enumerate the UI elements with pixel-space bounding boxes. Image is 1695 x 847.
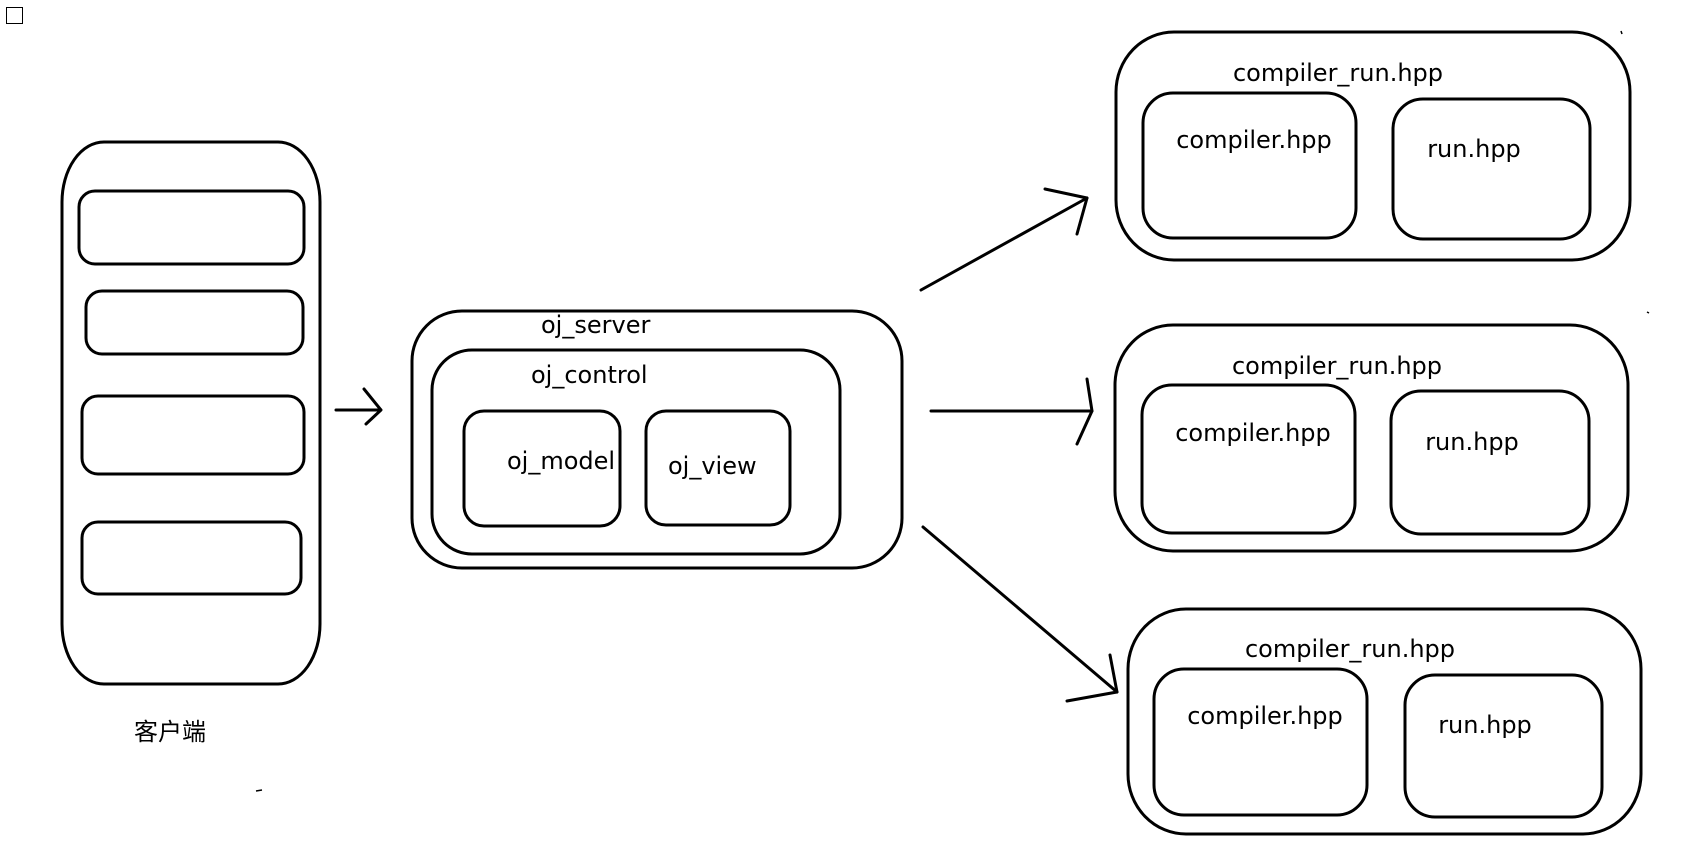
- run-box-2: [1389, 389, 1591, 536]
- oj-model-box: [462, 409, 622, 528]
- compiler-box-1: [1141, 91, 1358, 240]
- run-box-3: [1403, 673, 1604, 819]
- run-label-3: run.hpp: [1438, 711, 1532, 739]
- compile-server-2: compiler_run.hpp compiler.hpp run.hpp: [1113, 323, 1630, 553]
- compiler-label-2: compiler.hpp: [1175, 419, 1331, 447]
- arrow-server-to-compiler-3: [921, 525, 1119, 703]
- oj-server-title: oj_server: [541, 311, 650, 339]
- oj-control-title: oj_control: [531, 361, 648, 389]
- compiler-label-3: compiler.hpp: [1187, 702, 1343, 730]
- compiler-run-container-1: [1114, 30, 1632, 262]
- client-slot-3: [80, 394, 306, 476]
- client-container: [60, 140, 322, 686]
- compiler-run-title-3: compiler_run.hpp: [1245, 635, 1455, 663]
- client-slot-4: [80, 520, 303, 596]
- client-slot-2: [84, 289, 305, 356]
- arrow-server-to-compiler-2: [929, 377, 1094, 446]
- stray-mark: [255, 789, 263, 792]
- oj-server-container: [410, 309, 904, 570]
- run-box-1: [1391, 97, 1592, 241]
- corner-checkbox-icon: [6, 7, 23, 24]
- compiler-run-title-1: compiler_run.hpp: [1233, 59, 1443, 87]
- oj-view-box: [644, 409, 792, 527]
- compile-server-1: compiler_run.hpp compiler.hpp run.hpp: [1114, 30, 1632, 262]
- run-label-1: run.hpp: [1427, 135, 1521, 163]
- arrow-client-to-server: [334, 387, 383, 426]
- compiler-run-container-3: [1126, 607, 1643, 836]
- oj-view-label: oj_view: [668, 452, 757, 480]
- oj-control-container: [430, 348, 842, 556]
- run-label-2: run.hpp: [1425, 428, 1519, 456]
- compiler-label-1: compiler.hpp: [1176, 126, 1332, 154]
- client-label: 客户端: [134, 718, 206, 746]
- compiler-run-title-2: compiler_run.hpp: [1232, 352, 1442, 380]
- client-group: 客户端: [60, 140, 322, 792]
- oj-server-group: oj_server oj_control oj_model oj_view: [410, 309, 904, 570]
- client-slot-1: [77, 189, 306, 266]
- compiler-run-container-2: [1113, 323, 1630, 553]
- compile-server-3: compiler_run.hpp compiler.hpp run.hpp: [1126, 607, 1643, 836]
- compiler-box-3: [1152, 667, 1369, 817]
- stray-mark-right-1: [1620, 30, 1623, 35]
- arrow-server-to-compiler-1: [919, 187, 1089, 292]
- oj-model-label: oj_model: [507, 447, 615, 475]
- compiler-box-2: [1140, 383, 1357, 535]
- stray-mark-right-2: [1646, 311, 1650, 314]
